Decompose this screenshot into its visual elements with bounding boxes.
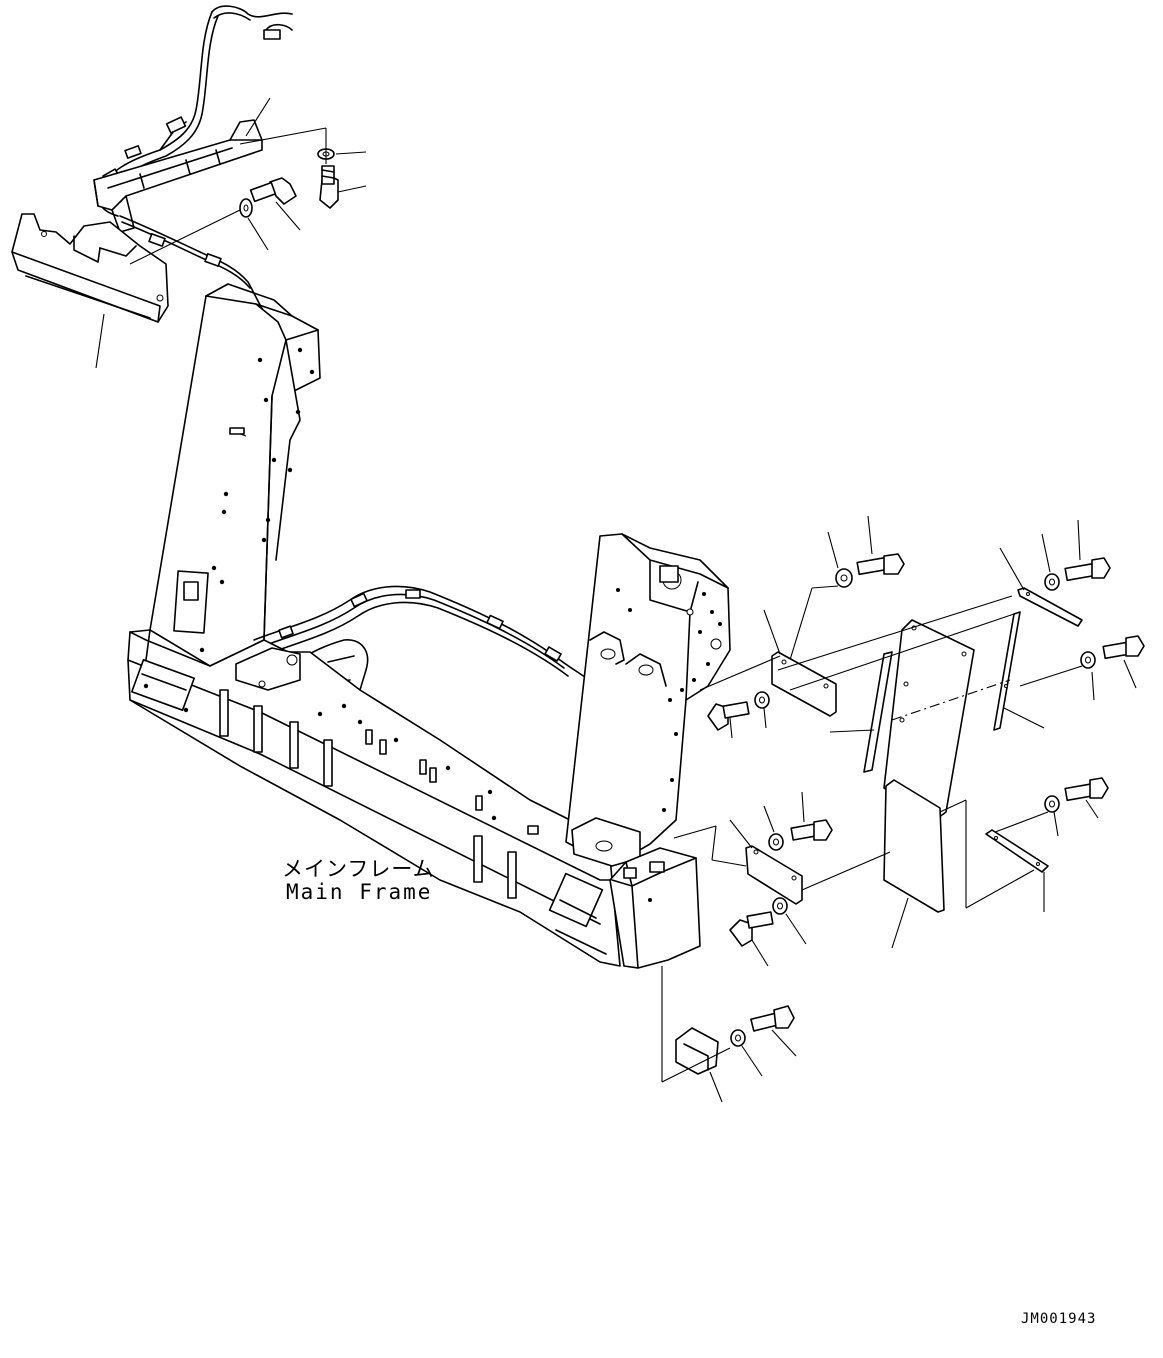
wiring-harness — [98, 5, 293, 323]
left-column — [149, 283, 321, 667]
main-frame-label-english: Main Frame — [286, 880, 433, 904]
drawing-id: JM001943 — [1021, 1311, 1097, 1327]
main-frame-label-japanese: メインフレーム — [282, 857, 435, 881]
right-column — [565, 533, 731, 867]
main-frame-base — [127, 629, 621, 967]
front-end-block — [609, 847, 701, 969]
left-bracket — [11, 213, 169, 369]
right-fasteners — [661, 515, 1145, 1103]
upper-duct-cover — [93, 97, 271, 233]
upper-fasteners — [129, 127, 367, 265]
